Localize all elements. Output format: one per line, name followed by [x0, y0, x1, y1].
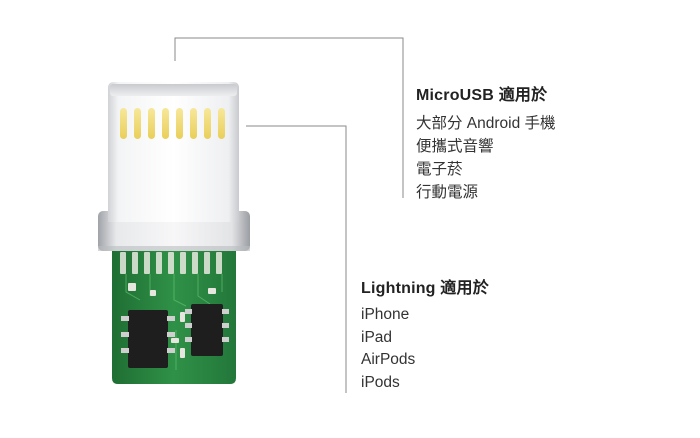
list-item: iPhone	[361, 306, 410, 323]
ic-chip-right	[185, 304, 229, 356]
pcb-board	[112, 250, 236, 384]
lightning-leader-line	[246, 125, 347, 393]
list-item: 行動電源	[416, 184, 479, 201]
list-item: iPad	[361, 328, 393, 346]
list-item: AirPods	[361, 351, 416, 369]
list-item: 便攜式音響	[416, 138, 494, 155]
gold-contacts	[120, 108, 225, 139]
list-item: 電子菸	[416, 161, 463, 178]
list-item: 大部分 Android 手機	[416, 115, 556, 132]
ic-chip-left	[121, 310, 175, 368]
lightning-compatible-list: iPhone iPad AirPods iPods	[361, 304, 415, 394]
microusb-heading: MicroUSB 適用於	[416, 87, 548, 104]
list-item: iPods	[361, 373, 400, 391]
lightning-plug	[108, 82, 239, 222]
microusb-compatible-list: 大部分 Android 手機 便攜式音響 電子菸 行動電源	[416, 112, 556, 204]
microusb-leader-line	[174, 37, 404, 198]
lightning-heading: Lightning 適用於	[361, 280, 489, 297]
